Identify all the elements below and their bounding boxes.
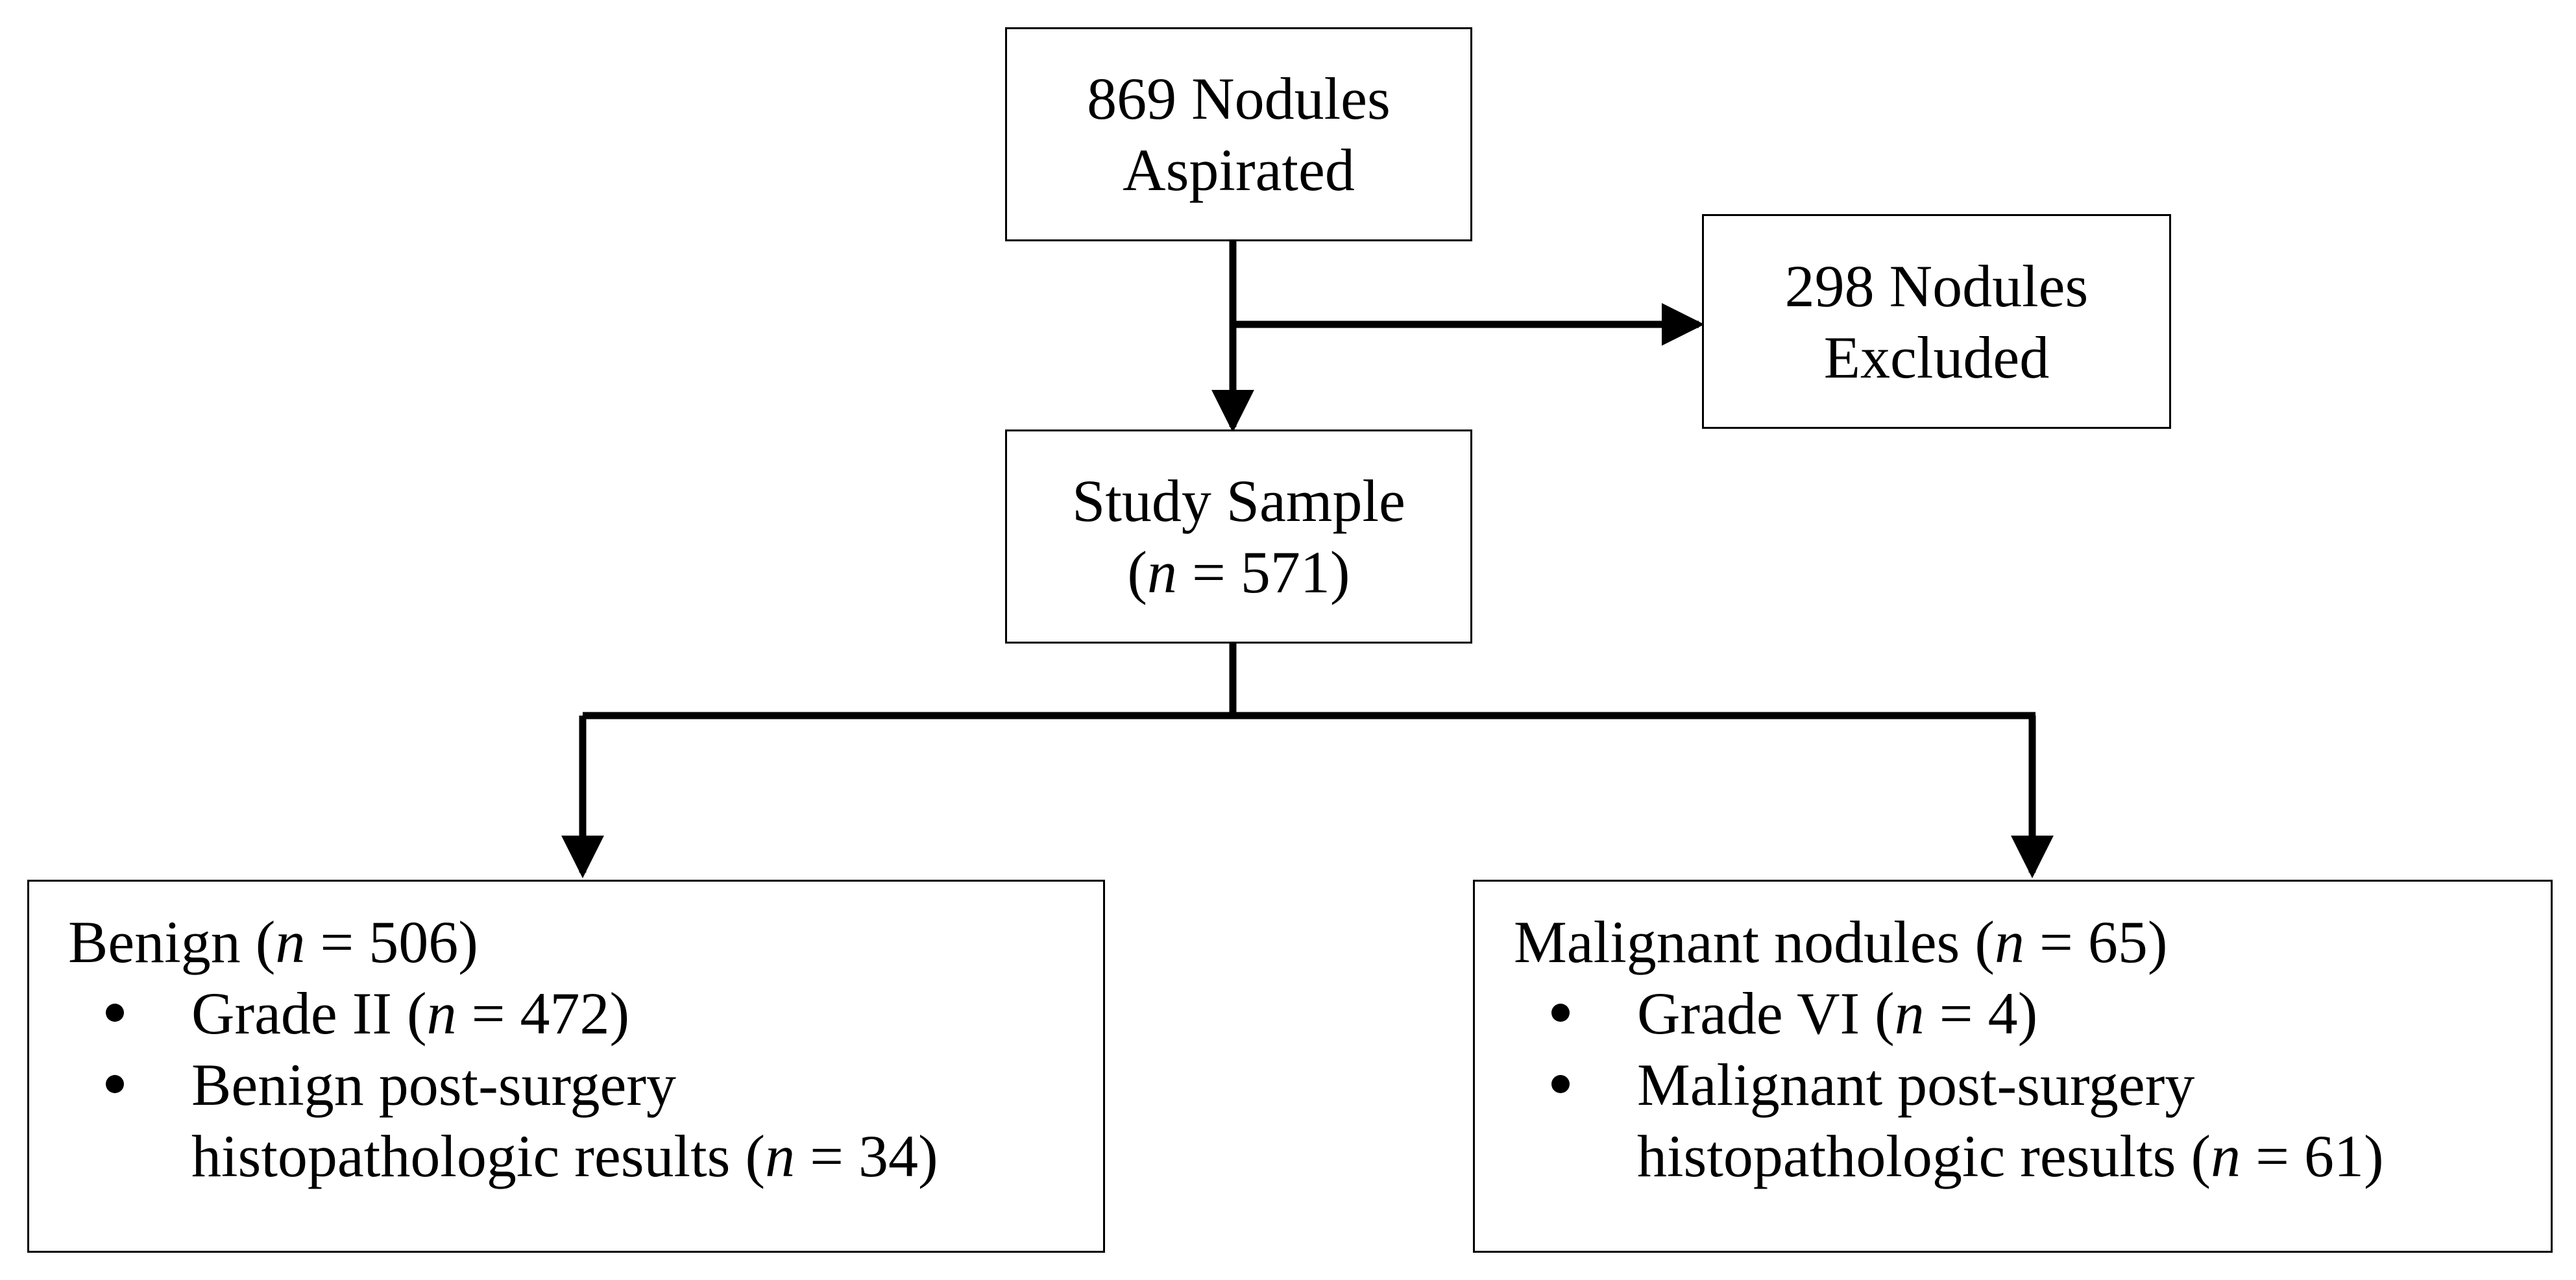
malignant-header: Malignant nodules (n = 65): [1514, 909, 2168, 975]
bullet-icon: [106, 1004, 124, 1022]
aspirated-line-2: Aspirated: [1123, 137, 1355, 203]
excluded-line-1: 298 Nodules: [1784, 252, 2089, 319]
bullet-icon: [1551, 1004, 1570, 1022]
study-sample-box: Study Sample (n = 571): [1005, 429, 1472, 644]
study-sample-line-2: (n = 571): [1127, 539, 1350, 605]
malignant-list: Grade VI (n = 4) Malignant post-surgery …: [1514, 978, 2551, 1192]
excluded-line-2: Excluded: [1823, 324, 2050, 391]
aspirated-line-1: 869 Nodules: [1087, 66, 1391, 132]
bullet-icon: [1551, 1075, 1570, 1093]
malignant-box: Malignant nodules (n = 65) Grade VI (n =…: [1473, 880, 2553, 1253]
excluded-box: 298 Nodules Excluded: [1702, 214, 2171, 429]
benign-box: Benign (n = 506) Grade II (n = 472) Beni…: [27, 880, 1105, 1253]
bullet-icon: [106, 1075, 124, 1093]
list-item: Malignant post-surgery histopathologic r…: [1514, 1049, 2551, 1192]
list-item: Grade VI (n = 4): [1514, 978, 2551, 1049]
aspirated-box: 869 Nodules Aspirated: [1005, 27, 1472, 241]
benign-list: Grade II (n = 472) Benign post-surgery h…: [68, 978, 1103, 1192]
benign-header: Benign (n = 506): [68, 909, 478, 975]
study-sample-line-1: Study Sample: [1072, 468, 1405, 534]
list-item: Benign post-surgery histopathologic resu…: [68, 1049, 1103, 1192]
list-item: Grade II (n = 472): [68, 978, 1103, 1049]
